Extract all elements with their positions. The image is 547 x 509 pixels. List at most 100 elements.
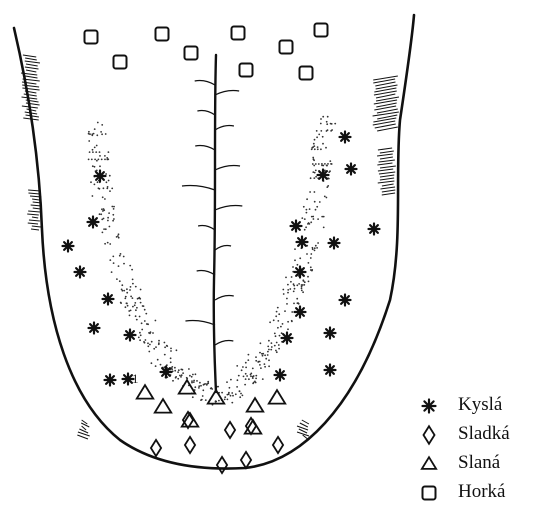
stipple-dot: [92, 165, 94, 167]
stipple-dot: [224, 396, 226, 398]
stipple-dot: [139, 332, 141, 334]
stipple-dot: [320, 118, 322, 120]
stipple-dot: [276, 311, 278, 313]
stipple-dot: [113, 206, 115, 208]
stipple-dot: [109, 226, 111, 228]
stipple-dot: [198, 387, 200, 389]
hatch-stroke: [32, 199, 39, 200]
stipple-dot: [287, 284, 289, 286]
stipple-dot: [250, 374, 252, 376]
stipple-dot: [262, 355, 264, 357]
stipple-dot: [119, 255, 121, 257]
stipple-dot: [105, 173, 107, 175]
hatch-stroke: [32, 217, 38, 218]
asterisk-marker: [89, 323, 100, 334]
stipple-dot: [107, 220, 109, 222]
stipple-dot: [99, 165, 101, 167]
stipple-dot: [182, 372, 184, 374]
stipple-dot: [230, 395, 232, 397]
stipple-dot: [132, 297, 134, 299]
stipple-dot: [322, 116, 324, 118]
stipple-dot: [302, 279, 304, 281]
groove-hair: [185, 321, 215, 326]
asterisk-marker: [63, 241, 74, 252]
stipple-dot: [100, 131, 102, 133]
asterisk-marker: [161, 367, 172, 378]
stipple-dot: [92, 151, 94, 153]
hatch-stroke: [25, 58, 37, 60]
stipple-dot: [310, 253, 312, 255]
stipple-dot: [105, 228, 107, 230]
stipple-dot: [88, 140, 90, 142]
stipple-dot: [244, 384, 246, 386]
stipple-dot: [109, 190, 111, 192]
legend-label: Slaná: [458, 451, 500, 475]
stipple-dot: [313, 165, 315, 167]
stipple-dot: [275, 350, 277, 352]
stipple-dot: [153, 348, 155, 350]
triangle-icon: [418, 453, 440, 475]
stipple-dot: [326, 165, 328, 167]
stipple-dot: [108, 151, 110, 153]
stipple-dot: [155, 320, 157, 322]
stipple-dot: [319, 201, 321, 203]
stipple-dot: [108, 212, 110, 214]
groove-hair: [215, 206, 242, 211]
stipple-dot: [177, 371, 179, 373]
stipple-dot: [150, 331, 152, 333]
square-marker: [85, 31, 98, 44]
asterisk-marker: [340, 132, 351, 143]
asterisk-marker: [295, 267, 306, 278]
stipple-dot: [108, 180, 110, 182]
stipple-dot: [164, 342, 166, 344]
stipple-dot: [264, 354, 266, 356]
stipple-dot: [270, 349, 272, 351]
stipple-dot: [248, 354, 250, 356]
stipple-dot: [297, 302, 299, 304]
stipple-dot: [310, 266, 312, 268]
hatch-stroke: [28, 211, 40, 212]
stipple-dot: [174, 367, 176, 369]
stipple-dot: [141, 329, 143, 331]
stipple-dot: [283, 293, 285, 295]
stipple-dot: [88, 159, 90, 161]
diamond-marker: [151, 440, 161, 456]
hatch-stroke: [378, 148, 392, 150]
stipple-dot: [279, 335, 281, 337]
stipple-dot: [326, 197, 328, 199]
groove-hair: [215, 166, 240, 171]
diamond-icon: [418, 424, 440, 446]
stipple-dot: [126, 302, 128, 304]
asterisk-marker: [297, 237, 308, 248]
stipple-dot: [286, 298, 288, 300]
stipple-dot: [322, 136, 324, 138]
hatch-stroke: [32, 226, 41, 227]
stipple-dot: [106, 157, 108, 159]
stipple-dot: [255, 382, 257, 384]
stipple-dot: [311, 148, 313, 150]
stipple-dot: [139, 339, 141, 341]
stipple-dot: [313, 145, 315, 147]
stipple-dot: [296, 284, 298, 286]
stipple-dot: [106, 181, 108, 183]
stipple-dot: [210, 388, 212, 390]
stipple-dot: [311, 270, 313, 272]
asterisk-marker: [88, 217, 99, 228]
stipple-dot: [294, 248, 296, 250]
groove-hair: [197, 111, 215, 116]
stipple-dot: [268, 359, 270, 361]
stipple-dot: [320, 130, 322, 132]
stipple-dot: [230, 379, 232, 381]
stipple-dot: [245, 373, 247, 375]
hatch-stroke: [22, 82, 36, 84]
stipple-dot: [236, 365, 238, 367]
stipple-dot: [192, 396, 194, 398]
stipple-dot: [94, 166, 96, 168]
legend-item-kysla: Kyslá: [418, 393, 543, 422]
stipple-dot: [147, 345, 149, 347]
stipple-dot: [104, 198, 106, 200]
stipple-dot: [136, 319, 138, 321]
stipple-dot: [206, 384, 208, 386]
stipple-dot: [94, 184, 96, 186]
stipple-dot: [118, 265, 120, 267]
